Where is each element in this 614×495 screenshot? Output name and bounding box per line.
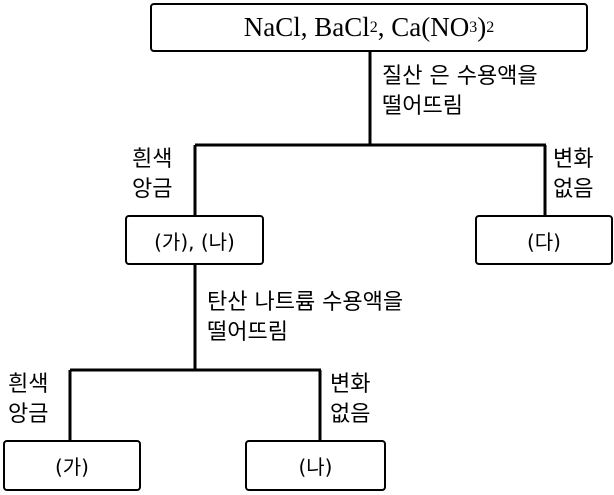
box-label: (가) (54, 455, 89, 479)
label-line: 앙금 (8, 402, 49, 427)
box-label: (가), (나) (154, 229, 235, 254)
label-line: 없음 (553, 177, 594, 202)
label-line: 흰색 (8, 372, 49, 397)
step2-label: 탄산 나트륨 수용액을 떨어뜨림 (207, 288, 403, 348)
step1-label: 질산 은 수용액을 떨어뜨림 (382, 62, 538, 122)
step1-line2: 떨어뜨림 (382, 94, 463, 119)
label-line: 앙금 (132, 177, 173, 202)
step2-line2: 떨어뜨림 (207, 320, 288, 345)
label-line: 흰색 (132, 147, 173, 172)
step1-right-label: 변화 없음 (553, 145, 593, 205)
formula-text: , Ca(NO (377, 12, 470, 42)
step1-line1: 질산 은 수용액을 (382, 64, 538, 89)
label-line: 없음 (330, 402, 371, 427)
box-ga: (가) (3, 440, 141, 491)
box-da: (다) (475, 215, 613, 265)
subscript: 3 (469, 18, 478, 36)
step2-right-label: 변화 없음 (330, 370, 370, 430)
subscript: 2 (486, 18, 495, 36)
label-line: 변화 (553, 147, 594, 172)
box-label: (나) (298, 455, 333, 479)
box-na: (나) (245, 440, 386, 491)
step2-left-label: 흰색 앙금 (8, 370, 48, 430)
box-label: (다) (526, 229, 561, 254)
box-ga-na: (가), (나) (125, 215, 264, 265)
formula-text: NaCl, BaCl (243, 12, 370, 42)
subscript: 2 (369, 18, 378, 36)
formula-text: ) (477, 12, 487, 42)
label-line: 변화 (330, 372, 371, 397)
step1-left-label: 흰색 앙금 (132, 145, 172, 205)
step2-line1: 탄산 나트륨 수용액을 (207, 290, 404, 315)
